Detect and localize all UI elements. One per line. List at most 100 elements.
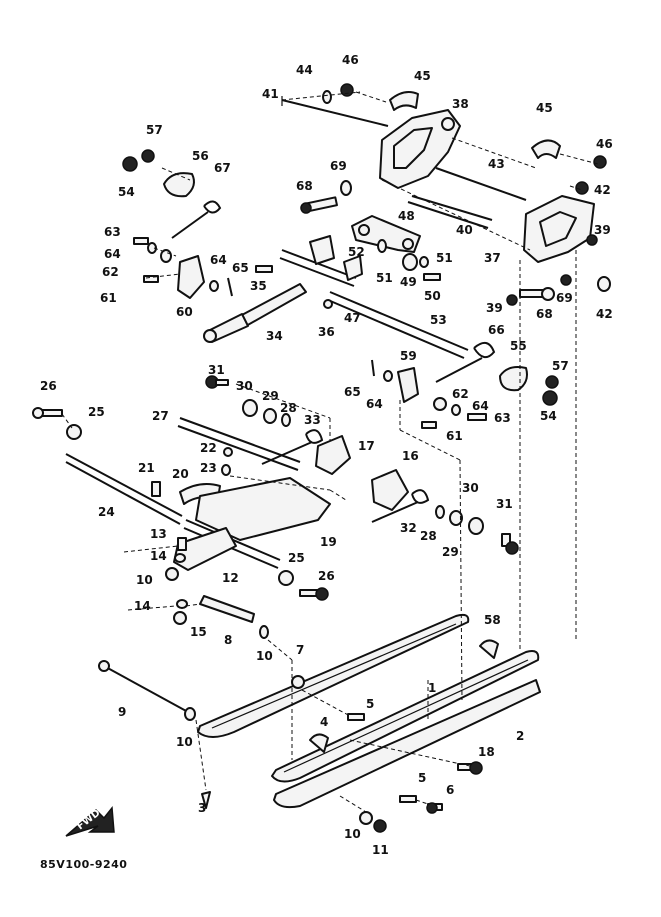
shaft-40 — [407, 195, 493, 229]
callout-label: 55 — [510, 339, 527, 353]
nut-11 — [373, 819, 387, 833]
callout-label: 68 — [296, 179, 313, 193]
callout-label: 5 — [366, 697, 374, 711]
slide-runner-lower — [273, 679, 541, 809]
nut-39-lower — [506, 294, 518, 306]
nut-39-upper — [586, 234, 598, 246]
callout-label: 65 — [232, 261, 249, 275]
nut-69-lower — [560, 274, 572, 286]
callout-label: 20 — [172, 467, 189, 481]
bolt-35 — [255, 265, 273, 273]
callout-label: 7 — [296, 643, 304, 657]
callout-label: 16 — [402, 449, 419, 463]
bushing-49 — [402, 253, 418, 271]
bolt-21 — [151, 481, 161, 497]
callout-label: 41 — [262, 87, 279, 101]
callout-label: 24 — [98, 505, 115, 519]
bracket-17 — [315, 435, 351, 475]
nut-46-upper — [340, 83, 354, 97]
callout-label: 51 — [436, 251, 453, 265]
callout-label: 10 — [176, 735, 193, 749]
rail-2 — [271, 650, 540, 783]
rivet-3 — [201, 791, 211, 809]
callout-label: 54 — [540, 409, 557, 423]
callout-label: 10 — [344, 827, 361, 841]
callout-label: 28 — [420, 529, 437, 543]
washer-64-upper — [209, 280, 219, 292]
callout-label: 13 — [150, 527, 167, 541]
callout-label: 49 — [400, 275, 417, 289]
washer-14-lower — [176, 599, 188, 609]
washer-10-bottom — [359, 811, 373, 825]
callout-label: 64 — [366, 397, 383, 411]
bushing-62-lower — [433, 397, 447, 411]
leader-lines — [61, 91, 599, 813]
bolt-63-upper — [133, 237, 149, 245]
callout-label: 12 — [222, 571, 239, 585]
rear-bracket-37 — [523, 195, 595, 263]
collar-29-lower — [449, 510, 463, 526]
callout-label: 39 — [594, 223, 611, 237]
callout-label: 25 — [288, 551, 305, 565]
callout-label: 2 — [516, 729, 524, 743]
washer-69-upper — [340, 180, 352, 196]
callout-label: 1 — [428, 681, 436, 695]
callout-label: 60 — [176, 305, 193, 319]
shaft-43 — [435, 167, 527, 201]
bushing-30-upper — [242, 399, 258, 417]
callout-label: 29 — [262, 389, 279, 403]
callout-label: 4 — [320, 715, 328, 729]
bolt-61-upper — [143, 275, 159, 283]
nut-42-upper — [575, 181, 589, 195]
callout-label: 44 — [296, 63, 313, 77]
long-bolt-41 — [281, 96, 389, 127]
nut-54-upper — [122, 156, 138, 172]
callout-label: 29 — [442, 545, 459, 559]
callout-label: 45 — [414, 69, 431, 83]
washer-28-lower — [435, 505, 445, 519]
callout-label: 39 — [486, 301, 503, 315]
bolt-9 — [98, 660, 189, 713]
bolt-18 — [457, 761, 483, 775]
nut-46-lower — [593, 155, 607, 169]
front-bracket-38 — [379, 109, 461, 189]
callout-label: 61 — [100, 291, 117, 305]
callout-label: 30 — [462, 481, 479, 495]
washer-23 — [221, 464, 231, 476]
callout-label: 10 — [256, 649, 273, 663]
spring-32 — [371, 489, 430, 523]
callout-label: 43 — [488, 157, 505, 171]
pin-36 — [323, 299, 333, 309]
callout-label: 51 — [376, 271, 393, 285]
callout-label: 48 — [398, 209, 415, 223]
callout-label: 54 — [118, 185, 135, 199]
callout-label: 57 — [552, 359, 569, 373]
bracket-16 — [371, 469, 409, 511]
drawing-code: 85V100-9240 — [40, 858, 127, 871]
shaft-27 — [177, 417, 301, 471]
collar-29-upper — [263, 408, 277, 424]
washer-28-upper — [281, 413, 291, 427]
link-48 — [351, 215, 421, 253]
washer-10-mid — [259, 625, 269, 639]
nut-15 — [173, 611, 187, 625]
callout-label: 64 — [472, 399, 489, 413]
nut-57-upper — [141, 149, 155, 163]
washer-51-a — [377, 239, 387, 253]
callout-label: 53 — [430, 313, 447, 327]
bolt-68-upper — [300, 196, 338, 214]
callout-label: 62 — [452, 387, 469, 401]
pin-65-lower — [371, 359, 375, 377]
callout-label: 37 — [484, 251, 501, 265]
bolt-31-lower — [501, 533, 519, 555]
bolt-26-lower — [299, 587, 329, 601]
bolt-63-lower — [467, 413, 487, 421]
callout-label: 19 — [320, 535, 337, 549]
callout-label: 34 — [266, 329, 283, 343]
callout-label: 15 — [190, 625, 207, 639]
shock-absorber-34 — [203, 283, 307, 343]
collar-7 — [291, 675, 305, 689]
spring-33 — [261, 429, 324, 465]
washer-10-upper — [165, 567, 179, 581]
